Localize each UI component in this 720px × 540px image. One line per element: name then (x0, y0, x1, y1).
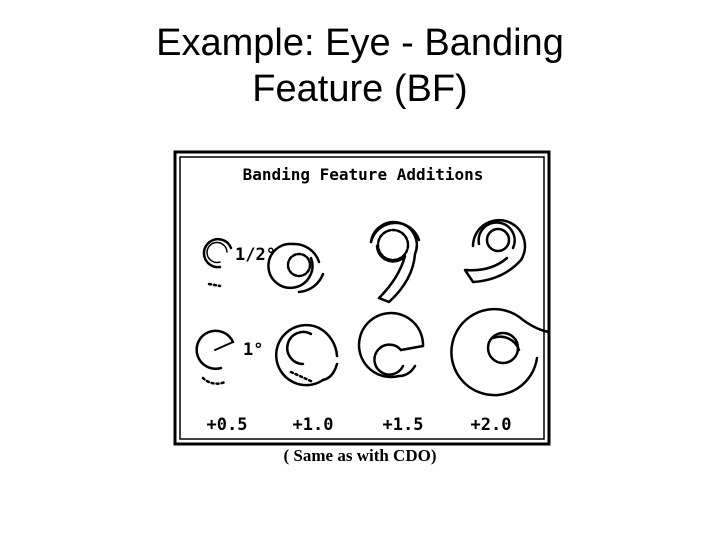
band-1deg-plus-1-0-symbol (275, 323, 339, 387)
slide-title-line-1: Example: Eye - Banding (156, 22, 564, 64)
band-1deg-plus-1-5-symbol (357, 311, 425, 379)
slide-title-line-2: Feature (BF) (252, 68, 468, 110)
figure-heading: Banding Feature Additions (243, 165, 484, 184)
banding-feature-figure: Banding Feature Additions 1/2° 1° (173, 150, 551, 446)
column-label-plus-2-0: +2.0 (471, 415, 512, 435)
band-1-2deg-plus-2-0-symbol (463, 218, 527, 284)
band-1-2deg-plus-1-5-symbol (369, 220, 421, 304)
band-1-2deg-plus-0-5-symbol (202, 237, 233, 288)
band-1-2deg-plus-1-0-symbol (267, 242, 325, 294)
figure-border-outer (173, 150, 551, 446)
row-label-one-degree: 1° (243, 340, 263, 360)
column-label-plus-1-5: +1.5 (383, 415, 424, 435)
figure-border-inner (179, 156, 545, 440)
column-label-plus-0-5: +0.5 (207, 415, 248, 435)
band-1deg-plus-2-0-symbol (450, 307, 551, 397)
figure-caption: ( Same as with CDO) (283, 446, 437, 465)
slide-title: Example: Eye - Banding Feature (BF) (0, 20, 720, 112)
band-1deg-plus-0-5-symbol (195, 329, 235, 385)
column-label-plus-1-0: +1.0 (293, 415, 334, 435)
row-label-half-degree: 1/2° (235, 245, 276, 265)
